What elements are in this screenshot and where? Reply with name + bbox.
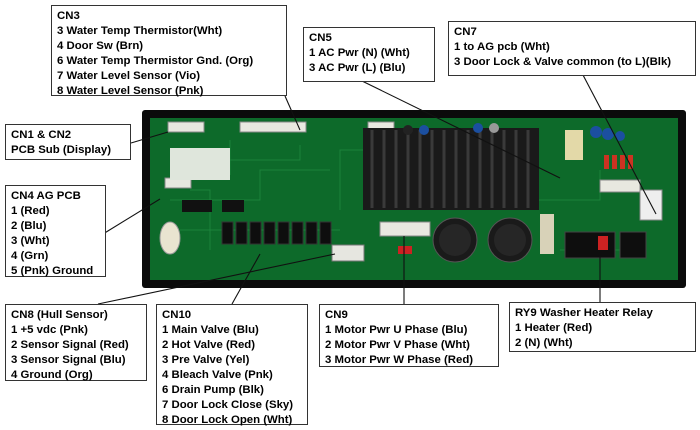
cn10-title: CN10 (162, 309, 192, 321)
cn8-line: 2 Sensor Signal (Red) (11, 339, 129, 351)
ry9-line: 2 (N) (Wht) (515, 337, 573, 349)
cn8-label-box: CN8 (Hull Sensor) 1 +5 vdc (Pnk) 2 Senso… (5, 304, 147, 381)
cn10-line: 3 Pre Valve (Yel) (162, 354, 250, 366)
cn5-line: 3 AC Pwr (L) (Blu) (309, 62, 406, 74)
cn5-title: CN5 (309, 32, 332, 44)
cn4-line: 1 (Red) (11, 205, 50, 217)
cn3-title: CN3 (57, 10, 80, 22)
cn4-line: 2 (Blu) (11, 220, 47, 232)
cn5-line: 1 AC Pwr (N) (Wht) (309, 47, 410, 59)
cn7-line: 3 Door Lock & Valve common (to L)(Blk) (454, 56, 672, 68)
cn10-line: 4 Bleach Valve (Pnk) (162, 369, 273, 381)
cn10-line: 2 Hot Valve (Red) (162, 339, 256, 351)
cn4-line: 5 (Pnk) Ground (11, 265, 94, 277)
cn3-line: 4 Door Sw (Brn) (57, 40, 144, 52)
cn1-cn2-title: CN1 & CN2 (11, 129, 72, 141)
cn7-label-box: CN7 1 to AG pcb (Wht) 3 Door Lock & Valv… (448, 21, 696, 76)
cn9-title: CN9 (325, 309, 348, 321)
cn9-line: 2 Motor Pwr V Phase (Wht) (325, 339, 470, 351)
cn3-line: 7 Water Level Sensor (Vio) (57, 70, 201, 82)
cn5-label-box: CN5 1 AC Pwr (N) (Wht) 3 AC Pwr (L) (Blu… (303, 27, 435, 82)
cn4-label-box: CN4 AG PCB 1 (Red) 2 (Blu) 3 (Wht) 4 (Gr… (5, 185, 106, 277)
cn4-line: 4 (Grn) (11, 250, 49, 262)
cn1-cn2-line: PCB Sub (Display) (11, 144, 111, 156)
cn10-label-box: CN10 1 Main Valve (Blu) 2 Hot Valve (Red… (156, 304, 308, 426)
ry9-title: RY9 Washer Heater Relay (515, 307, 653, 319)
ry9-label-box: RY9 Washer Heater Relay 1 Heater (Red) 2… (509, 302, 696, 352)
cn10-line: 6 Drain Pump (Blk) (162, 384, 264, 396)
cn3-line: 8 Water Level Sensor (Pnk) (57, 85, 204, 97)
cn10-line: 7 Door Lock Close (Sky) (162, 399, 294, 411)
cn10-line: 8 Door Lock Open (Wht) (162, 414, 293, 426)
cn8-line: 4 Ground (Org) (11, 369, 93, 381)
cn4-title: CN4 AG PCB (11, 190, 81, 202)
cn3-label-box: CN3 3 Water Temp Thermistor(Wht) 4 Door … (51, 5, 287, 97)
cn9-line: 3 Motor Pwr W Phase (Red) (325, 354, 474, 366)
cn3-line: 3 Water Temp Thermistor(Wht) (57, 25, 223, 37)
cn10-line: 1 Main Valve (Blu) (162, 324, 259, 336)
cn1-cn2-label-box: CN1 & CN2 PCB Sub (Display) (5, 124, 131, 160)
cn9-line: 1 Motor Pwr U Phase (Blu) (325, 324, 468, 336)
pcb-board (150, 118, 678, 280)
cn3-line: 6 Water Temp Thermistor Gnd. (Org) (57, 55, 254, 67)
cn7-title: CN7 (454, 26, 477, 38)
cn8-title: CN8 (Hull Sensor) (11, 309, 108, 321)
cn7-line: 1 to AG pcb (Wht) (454, 41, 550, 53)
ry9-line: 1 Heater (Red) (515, 322, 593, 334)
cn8-line: 1 +5 vdc (Pnk) (11, 324, 88, 336)
cn8-line: 3 Sensor Signal (Blu) (11, 354, 126, 366)
cn9-label-box: CN9 1 Motor Pwr U Phase (Blu) 2 Motor Pw… (319, 304, 499, 367)
cn4-line: 3 (Wht) (11, 235, 50, 247)
